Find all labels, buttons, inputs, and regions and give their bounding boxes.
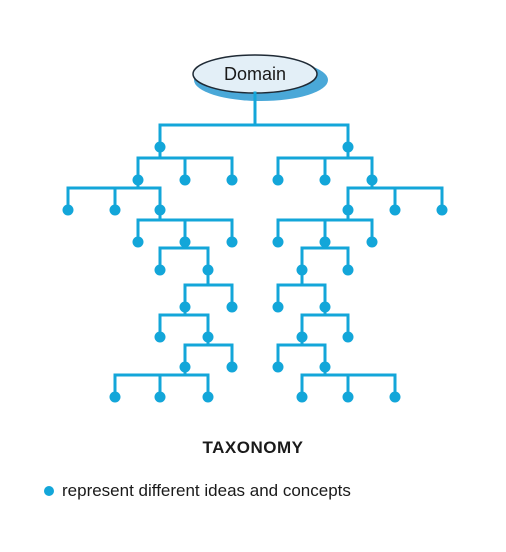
concept-node [272, 174, 284, 186]
legend-text: represent different ideas and concepts [62, 481, 351, 500]
concept-node [226, 174, 238, 186]
concept-node [226, 361, 238, 373]
concept-node [319, 174, 331, 186]
concept-node [179, 174, 191, 186]
concept-node [296, 264, 308, 276]
concept-node [319, 361, 331, 373]
legend-dot-icon [44, 486, 54, 496]
concept-node [272, 236, 284, 248]
concept-node [389, 204, 401, 216]
concept-node [202, 331, 214, 343]
concept-node [179, 236, 191, 248]
concept-node [179, 361, 191, 373]
concept-node [109, 391, 121, 403]
concept-node [132, 174, 144, 186]
concept-node [272, 361, 284, 373]
diagram-title: TAXONOMY [202, 438, 304, 457]
concept-node [342, 141, 354, 153]
concept-node [226, 301, 238, 313]
concept-node [319, 301, 331, 313]
legend: represent different ideas and concepts [44, 481, 351, 501]
concept-node [154, 331, 166, 343]
concept-node [296, 391, 308, 403]
concept-node [389, 391, 401, 403]
concept-node [226, 236, 238, 248]
concept-node [154, 264, 166, 276]
concept-node [296, 331, 308, 343]
concept-node [342, 264, 354, 276]
concept-node [179, 301, 191, 313]
tree-nodes [62, 141, 448, 403]
concept-node [342, 391, 354, 403]
root-node-label: Domain [224, 64, 286, 84]
concept-node [132, 236, 144, 248]
concept-node [154, 141, 166, 153]
concept-node [342, 331, 354, 343]
concept-node [319, 236, 331, 248]
concept-node [202, 264, 214, 276]
concept-node [202, 391, 214, 403]
concept-node [62, 204, 74, 216]
concept-node [154, 204, 166, 216]
concept-node [366, 174, 378, 186]
concept-node [366, 236, 378, 248]
concept-node [342, 204, 354, 216]
concept-node [272, 301, 284, 313]
tree-branches [66, 91, 444, 399]
concept-node [154, 391, 166, 403]
concept-node [436, 204, 448, 216]
concept-node [109, 204, 121, 216]
